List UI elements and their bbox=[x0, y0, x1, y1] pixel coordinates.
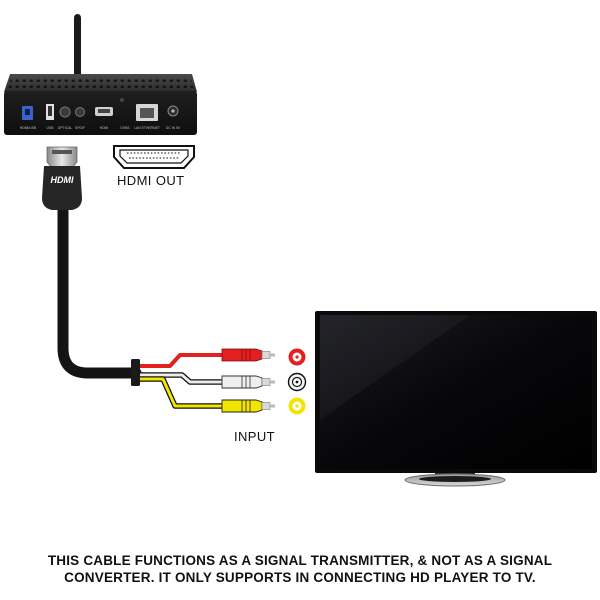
hdmi-cable: HDMI bbox=[42, 146, 142, 379]
red-cable bbox=[136, 353, 226, 368]
caption-line-2: CONVERTER. IT ONLY SUPPORTS IN CONNECTIN… bbox=[64, 570, 536, 585]
hdmi-out-label: HDMI OUT bbox=[117, 173, 185, 188]
hdmi-plug-body bbox=[42, 166, 82, 210]
white-rca-plug bbox=[221, 375, 275, 389]
rca-yellow-jack-icon bbox=[288, 397, 306, 415]
port-label-dc-in: DC IN 5V bbox=[166, 126, 181, 130]
rca-input-jacks bbox=[287, 348, 307, 415]
port-label-hdmi-usb: HDMI/USB bbox=[20, 126, 37, 130]
port-label-hdmi: HDMI bbox=[100, 126, 109, 130]
port-label-spdif: SPDIF bbox=[75, 126, 85, 130]
port-label-optical: OPTICAL bbox=[58, 126, 73, 130]
hdmi-port-icon bbox=[113, 145, 195, 169]
yellow-rca-plug bbox=[221, 399, 275, 413]
spdif-port bbox=[75, 107, 85, 117]
plug-brand-text: HDMI bbox=[51, 175, 74, 185]
rca-white-jack-icon bbox=[287, 372, 307, 392]
rca-red-jack-icon bbox=[288, 348, 306, 366]
port-label-lan: LAN ETHERNET bbox=[134, 126, 160, 130]
tv-screen bbox=[320, 315, 592, 469]
caption: THIS CABLE FUNCTIONS AS A SIGNAL TRANSMI… bbox=[0, 552, 600, 586]
caption-line-1: THIS CABLE FUNCTIONS AS A SIGNAL TRANSMI… bbox=[47, 553, 553, 568]
black-cable bbox=[57, 199, 142, 379]
optical-port bbox=[59, 106, 71, 118]
rca-cables bbox=[131, 348, 275, 413]
splitter-collar bbox=[131, 359, 140, 386]
port-label-dvbs: DVBS bbox=[120, 126, 130, 130]
input-label: INPUT bbox=[234, 429, 275, 444]
hd-player-device: HDMI/USB USB OPTICAL SPDIF HDMI DVBS LAN… bbox=[4, 14, 197, 135]
port-label-usb: USB bbox=[47, 126, 55, 130]
red-rca-plug bbox=[221, 348, 275, 362]
television bbox=[315, 311, 597, 487]
